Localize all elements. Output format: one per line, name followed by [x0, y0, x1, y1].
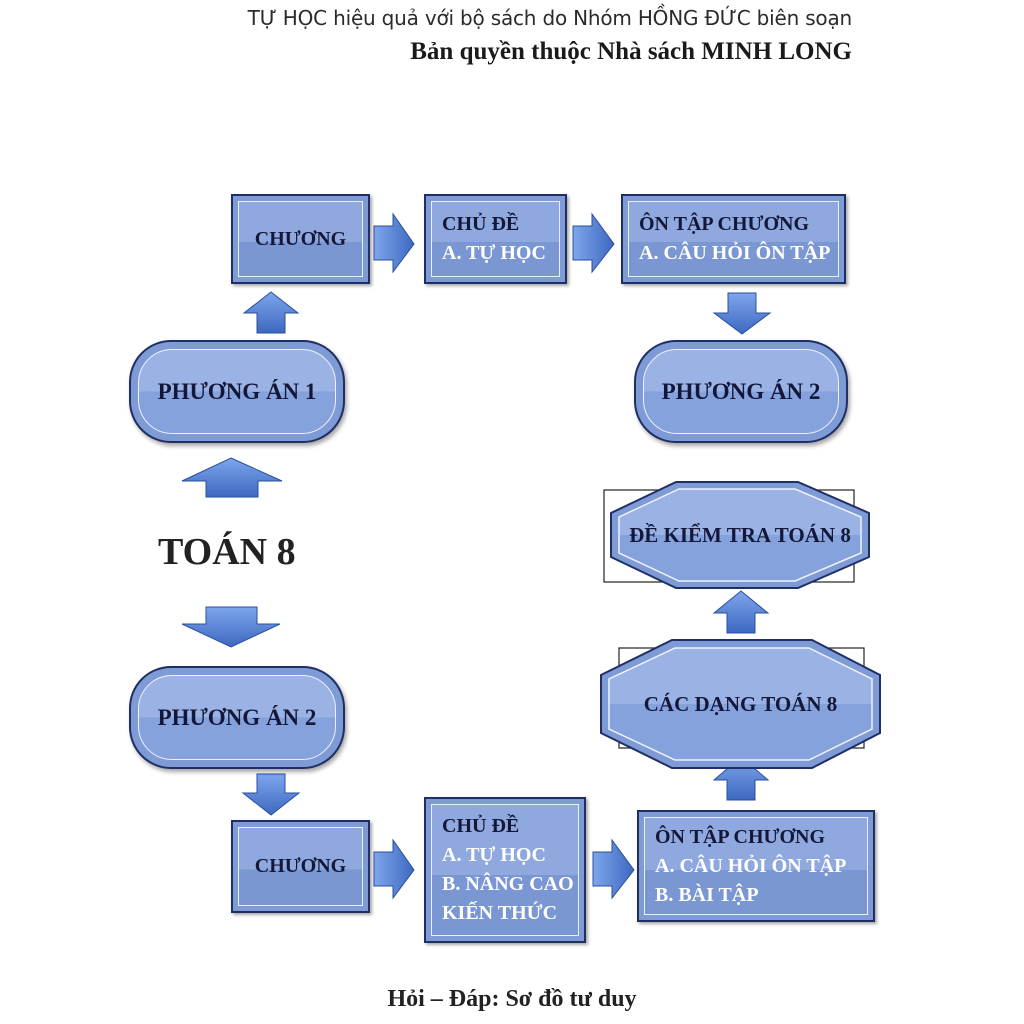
footer-caption: Hỏi – Đáp: Sơ đồ tư duy [387, 986, 637, 1012]
result-option2-node: PHƯƠNG ÁN 2 [634, 340, 848, 443]
chapter-node-top: CHƯƠNG [231, 194, 370, 284]
arrow-right-topic-to-review-bottom [592, 838, 635, 900]
option1-node: PHƯƠNG ÁN 1 [129, 340, 345, 443]
topic-item-self-study-top: A. TỰ HỌC [442, 242, 546, 264]
option2-label: PHƯƠNG ÁN 2 [157, 705, 317, 730]
arrow-down-to-result [712, 292, 772, 335]
topic-item-knowledge-bottom: KIẾN THỨC [442, 902, 558, 924]
problem-types-label: CÁC DẠNG TOÁN 8 [643, 691, 838, 716]
review-item-exercises-bottom: B. BÀI TẬP [655, 883, 759, 906]
arrow-up-to-chapter [242, 291, 300, 334]
review-node-top: ÔN TẬP CHƯƠNG A. CÂU HỎI ÔN TẬP [621, 194, 846, 284]
tests-label: ĐỀ KIỂM TRA TOÁN 8 [629, 522, 851, 547]
review-heading-bottom: ÔN TẬP CHƯƠNG [655, 825, 826, 848]
review-heading-top: ÔN TẬP CHƯƠNG [639, 213, 810, 235]
topic-node-bottom: CHỦ ĐỀ A. TỰ HỌC B. NÂNG CAO KIẾN THỨC [424, 797, 586, 943]
tests-octagon [603, 481, 870, 589]
review-item-questions-top: A. CÂU HỎI ÔN TẬP [639, 242, 831, 264]
arrow-down-to-option2 [181, 606, 281, 648]
topic-heading-bottom: CHỦ ĐỀ [442, 815, 520, 837]
topic-heading-top: CHỦ ĐỀ [442, 213, 520, 235]
option2-node: PHƯƠNG ÁN 2 [129, 666, 345, 769]
arrow-up-to-tests [712, 590, 770, 634]
arrow-down-to-chapter-bottom [241, 773, 301, 816]
arrow-right-chapter-to-topic-bottom [373, 838, 415, 900]
option1-label: PHƯƠNG ÁN 1 [157, 379, 317, 404]
arrow-right-chapter-to-topic [373, 212, 415, 274]
arrow-up-to-option1 [181, 457, 283, 498]
header-copyright-line: Bản quyền thuộc Nhà sách MINH LONG [410, 38, 852, 65]
review-node-bottom: ÔN TẬP CHƯƠNG A. CÂU HỎI ÔN TẬP B. BÀI T… [637, 810, 875, 922]
arrow-up-to-problem-types [712, 756, 770, 801]
topic-node-top: CHỦ ĐỀ A. TỰ HỌC [424, 194, 567, 284]
header-series-line: TỰ HỌC hiệu quả với bộ sách do Nhóm HỒNG… [247, 6, 853, 30]
result-option2-label: PHƯƠNG ÁN 2 [661, 379, 821, 404]
chapter-label-top: CHƯƠNG [254, 227, 347, 250]
problem-types-octagon [600, 639, 881, 769]
arrow-right-topic-to-review [572, 212, 615, 274]
chapter-label-bottom: CHƯƠNG [254, 855, 347, 877]
diagram-title: TOÁN 8 [158, 531, 296, 573]
review-item-questions-bottom: A. CÂU HỎI ÔN TẬP [655, 854, 847, 877]
topic-item-self-study-bottom: A. TỰ HỌC [442, 844, 546, 866]
chapter-node-bottom: CHƯƠNG [231, 820, 370, 913]
topic-item-advanced-bottom: B. NÂNG CAO [442, 873, 574, 895]
